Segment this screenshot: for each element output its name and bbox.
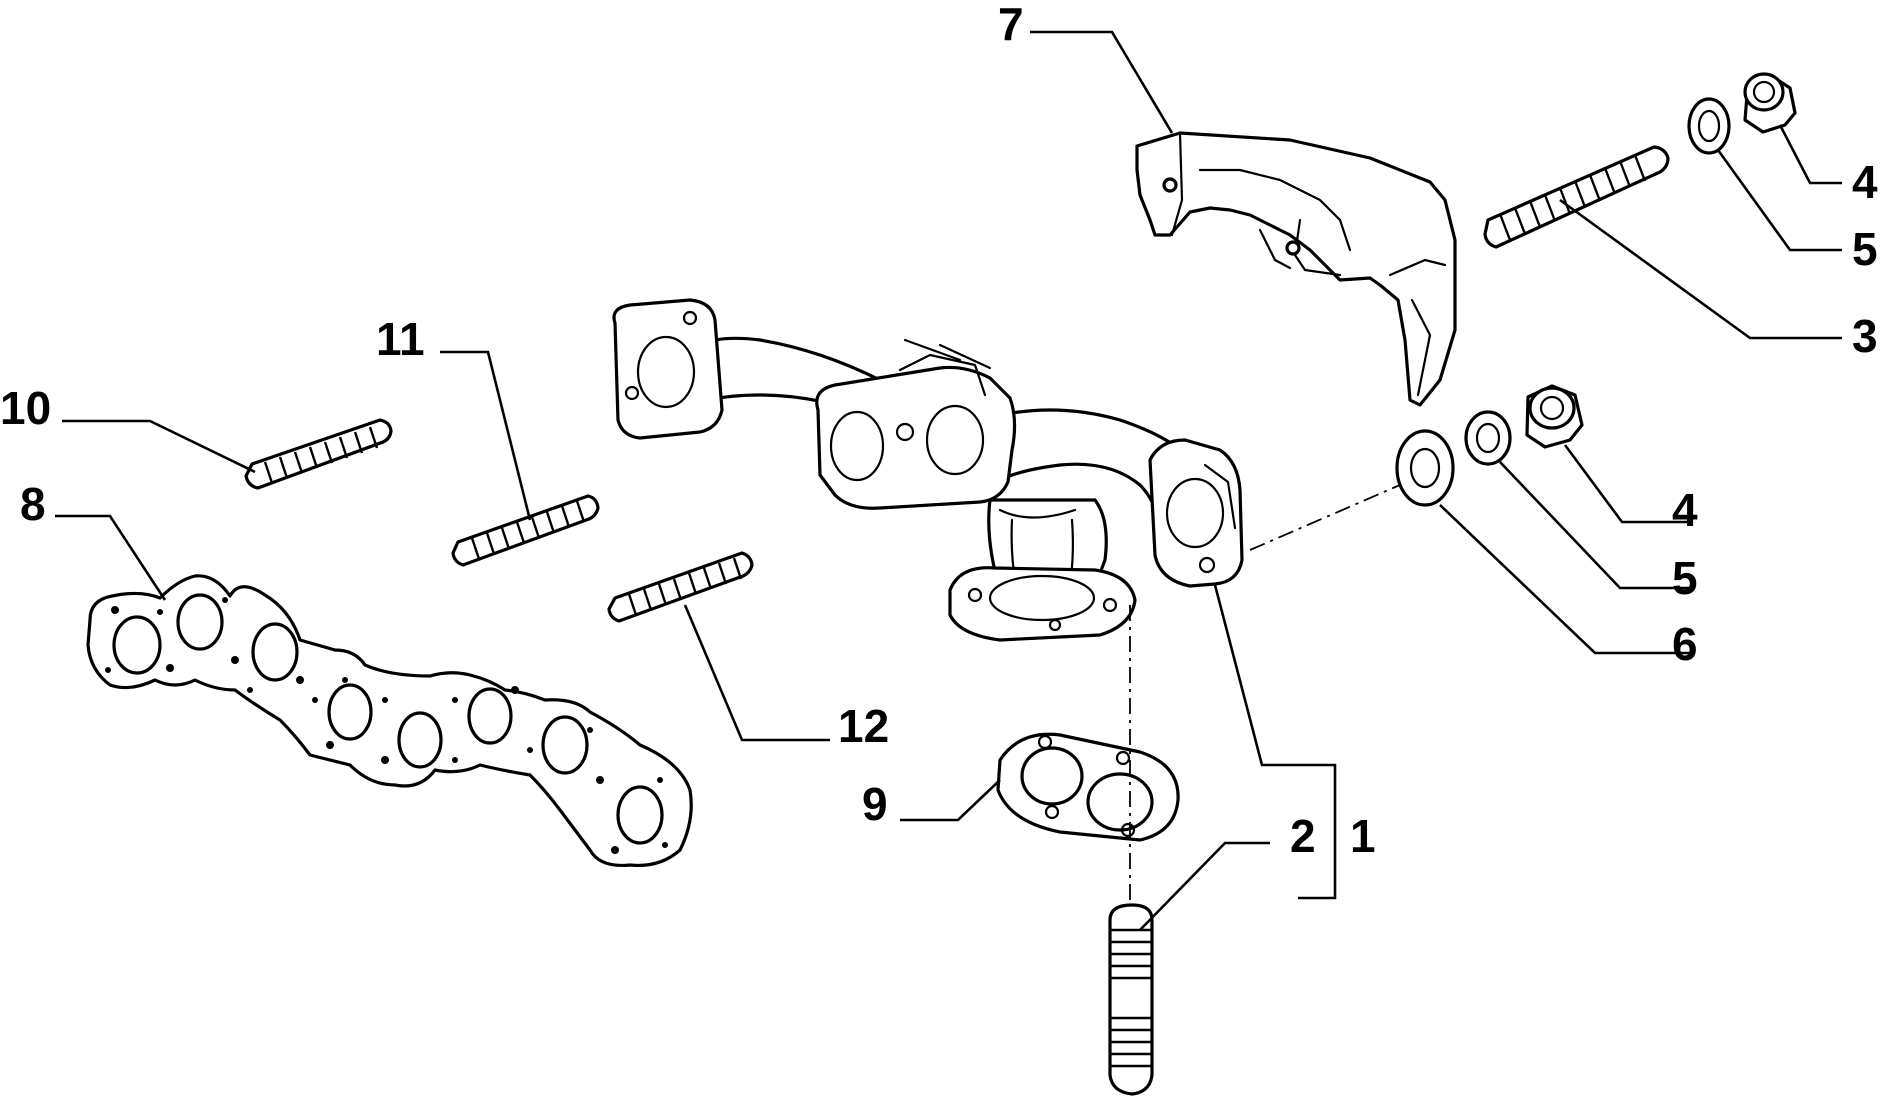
stud-3 [1483, 145, 1670, 249]
callout-2: 2 [1290, 810, 1316, 862]
callout-1: 1 [1350, 810, 1376, 862]
nut-4-lower [1525, 384, 1584, 449]
callout-4a: 4 [1852, 156, 1878, 208]
callout-5a: 5 [1852, 223, 1878, 275]
callout-3: 3 [1852, 310, 1878, 362]
exhaust-manifold [612, 298, 1244, 642]
callout-8: 8 [20, 478, 46, 530]
stud-12 [607, 551, 754, 623]
callout-7: 7 [998, 0, 1024, 50]
stud-11 [451, 494, 600, 567]
washer-6 [1395, 429, 1455, 507]
manifold-gasket [86, 574, 693, 868]
callout-10: 10 [0, 382, 51, 434]
callout-9: 9 [862, 778, 888, 830]
washer-5-lower [1464, 410, 1512, 466]
heat-shield [1135, 131, 1457, 407]
callout-labels: 7 4 5 3 4 5 6 11 10 8 12 9 2 1 [0, 0, 1878, 862]
assembly-centerlines [1129, 484, 1401, 900]
downpipe-gasket [996, 732, 1180, 842]
nut-4-top [1743, 72, 1797, 134]
callout-4b: 4 [1672, 484, 1698, 536]
callout-11: 11 [376, 313, 425, 365]
callout-6: 6 [1672, 618, 1698, 670]
callout-12: 12 [838, 700, 889, 752]
leader-lines [55, 30, 1842, 931]
callout-5b: 5 [1672, 552, 1698, 604]
stud-10 [244, 418, 393, 490]
stud-2 [1108, 903, 1154, 1096]
washer-5-top [1687, 97, 1731, 155]
